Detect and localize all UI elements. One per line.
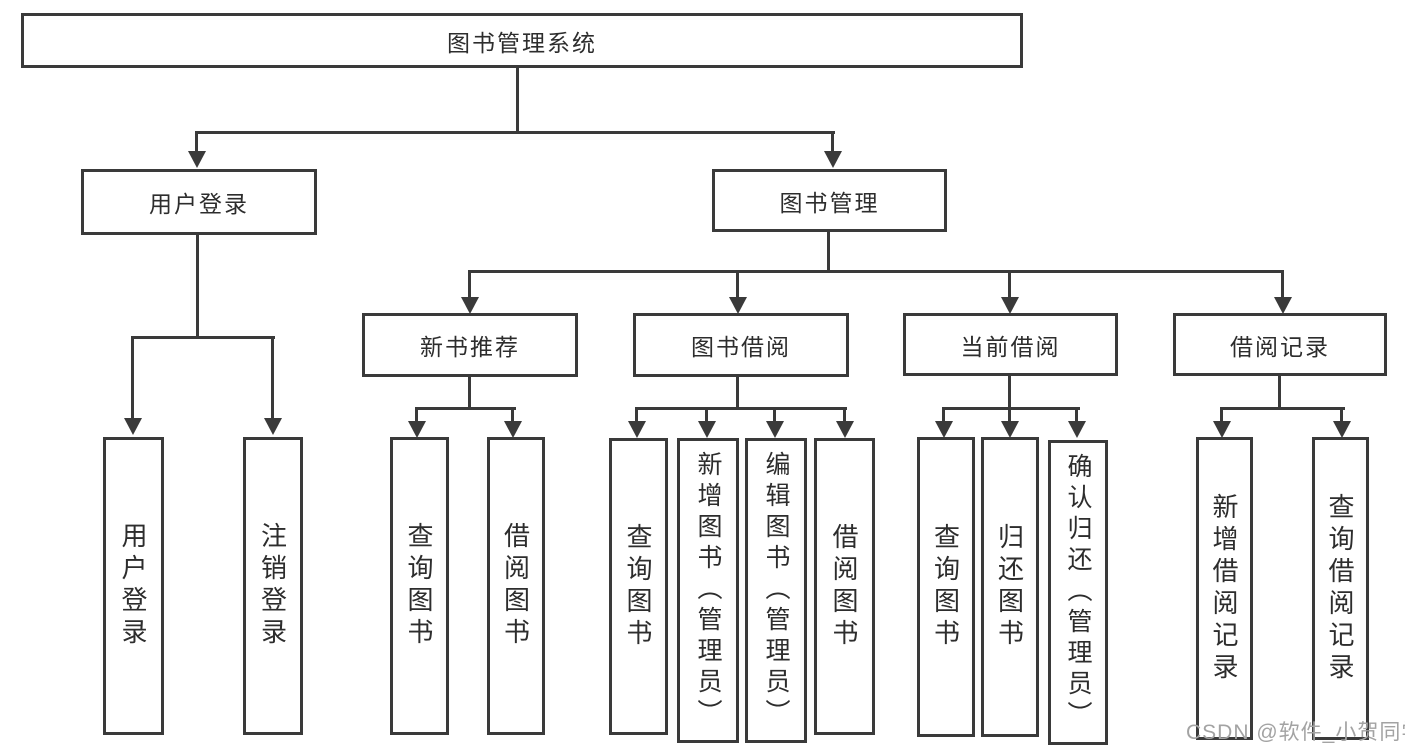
arrowhead bbox=[698, 421, 716, 438]
arrowhead bbox=[461, 297, 479, 314]
arrowhead bbox=[504, 421, 522, 438]
connector-arrow-shaft bbox=[415, 409, 418, 423]
leaf-borrow-book-recommend-label: 借阅图书 bbox=[500, 522, 531, 650]
connector-arrow-shaft bbox=[831, 131, 834, 154]
leaf-user-login: 用户登录 bbox=[103, 437, 164, 735]
leaf-confirm-return-admin-label: 确认归还（管理员） bbox=[1064, 453, 1092, 732]
connector-arrow-shaft bbox=[635, 409, 638, 423]
leaf-query-book-current-label: 查询图书 bbox=[930, 523, 961, 651]
connector-arrow-shaft bbox=[1220, 409, 1223, 423]
connector-arrow-shaft bbox=[1075, 409, 1078, 423]
connector-arrow-shaft bbox=[1008, 409, 1011, 423]
node-borrow-records: 借阅记录 bbox=[1173, 313, 1387, 376]
node-book-management-label: 图书管理 bbox=[779, 189, 880, 216]
connector-user-login-stub bbox=[196, 235, 199, 339]
connector-user-login-branch bbox=[131, 336, 275, 339]
leaf-add-book-admin: 新增图书（管理员） bbox=[677, 438, 739, 743]
arrowhead bbox=[729, 297, 747, 314]
connector-arrow-shaft bbox=[271, 339, 274, 421]
node-user-login: 用户登录 bbox=[81, 169, 317, 235]
leaf-query-book-recommend-label: 查询图书 bbox=[404, 522, 434, 650]
node-book-borrow: 图书借阅 bbox=[633, 313, 849, 377]
node-current-borrow: 当前借阅 bbox=[903, 313, 1118, 376]
leaf-logout: 注销登录 bbox=[243, 437, 303, 735]
connector-book-borrow-stub bbox=[736, 375, 739, 410]
leaf-return-book-label: 归还图书 bbox=[994, 523, 1025, 651]
arrowhead bbox=[766, 421, 784, 438]
arrowhead bbox=[1068, 421, 1086, 438]
arrowhead bbox=[1001, 421, 1019, 438]
leaf-query-book-recommend: 查询图书 bbox=[390, 437, 449, 735]
node-root-label: 图书管理系统 bbox=[447, 29, 597, 56]
leaf-logout-label: 注销登录 bbox=[257, 522, 288, 650]
connector-arrow-shaft bbox=[1008, 273, 1011, 300]
leaf-query-book-borrow-label: 查询图书 bbox=[623, 522, 653, 651]
leaf-confirm-return-admin: 确认归还（管理员） bbox=[1048, 440, 1108, 745]
connector-book-mgmt-stub bbox=[827, 232, 830, 273]
leaf-add-borrow-record-label: 新增借阅记录 bbox=[1209, 492, 1239, 685]
connector-new-book-stub bbox=[468, 375, 471, 410]
arrowhead bbox=[124, 418, 142, 435]
connector-arrow-shaft bbox=[942, 409, 945, 423]
connector-arrow-shaft bbox=[736, 273, 739, 300]
leaf-borrow-book-recommend: 借阅图书 bbox=[487, 437, 545, 735]
arrowhead bbox=[836, 421, 854, 438]
leaf-add-book-admin-label: 新增图书（管理员） bbox=[694, 451, 722, 730]
leaf-borrow-book: 借阅图书 bbox=[814, 438, 875, 735]
node-book-borrow-label: 图书借阅 bbox=[691, 334, 791, 360]
connector-arrow-shaft bbox=[773, 409, 776, 423]
leaf-edit-book-admin: 编辑图书（管理员） bbox=[745, 438, 807, 743]
leaf-query-book-current: 查询图书 bbox=[917, 437, 975, 737]
watermark: CSDN @软件_小贺同学 bbox=[1186, 721, 1405, 744]
node-current-borrow-label: 当前借阅 bbox=[960, 333, 1061, 360]
connector-new-book-branch bbox=[415, 407, 516, 410]
node-new-book-recommend-label: 新书推荐 bbox=[420, 334, 520, 360]
leaf-borrow-book-label: 借阅图书 bbox=[829, 522, 859, 651]
connector-arrow-shaft bbox=[705, 409, 708, 423]
node-root: 图书管理系统 bbox=[21, 13, 1023, 68]
leaf-query-borrow-record-label: 查询借阅记录 bbox=[1325, 492, 1355, 685]
arrowhead bbox=[264, 418, 282, 435]
connector-arrow-shaft bbox=[1281, 273, 1284, 300]
connector-arrow-shaft bbox=[468, 273, 471, 300]
connector-borrow-records-branch bbox=[1220, 407, 1345, 410]
leaf-query-book-borrow: 查询图书 bbox=[609, 438, 668, 735]
arrowhead bbox=[1274, 297, 1292, 314]
connector-current-borrow-stub bbox=[1008, 374, 1011, 410]
connector-current-borrow-branch bbox=[942, 407, 1080, 410]
arrowhead bbox=[1001, 297, 1019, 314]
leaf-edit-book-admin-label: 编辑图书（管理员） bbox=[762, 451, 790, 730]
leaf-return-book: 归还图书 bbox=[981, 437, 1039, 737]
connector-arrow-shaft bbox=[511, 409, 514, 423]
arrowhead bbox=[824, 151, 842, 168]
connector-root-stub bbox=[516, 68, 519, 134]
arrowhead bbox=[935, 421, 953, 438]
connector-arrow-shaft bbox=[131, 339, 134, 421]
connector-borrow-records-stub bbox=[1278, 374, 1281, 410]
arrowhead bbox=[188, 151, 206, 168]
leaf-user-login-label: 用户登录 bbox=[118, 522, 148, 650]
connector-arrow-shaft bbox=[843, 409, 846, 423]
arrowhead bbox=[1333, 421, 1351, 438]
node-user-login-label: 用户登录 bbox=[149, 191, 249, 217]
connector-root-branch bbox=[195, 131, 835, 134]
connector-book-borrow-branch bbox=[635, 407, 847, 410]
node-new-book-recommend: 新书推荐 bbox=[362, 313, 578, 377]
arrowhead bbox=[408, 421, 426, 438]
connector-arrow-shaft bbox=[1340, 409, 1343, 423]
node-borrow-records-label: 借阅记录 bbox=[1230, 333, 1330, 360]
connector-arrow-shaft bbox=[195, 131, 198, 154]
arrowhead bbox=[628, 421, 646, 438]
leaf-add-borrow-record: 新增借阅记录 bbox=[1196, 437, 1253, 740]
leaf-query-borrow-record: 查询借阅记录 bbox=[1312, 437, 1369, 740]
connector-book-mgmt-branch bbox=[468, 270, 1284, 273]
node-book-management: 图书管理 bbox=[712, 169, 947, 232]
arrowhead bbox=[1213, 421, 1231, 438]
